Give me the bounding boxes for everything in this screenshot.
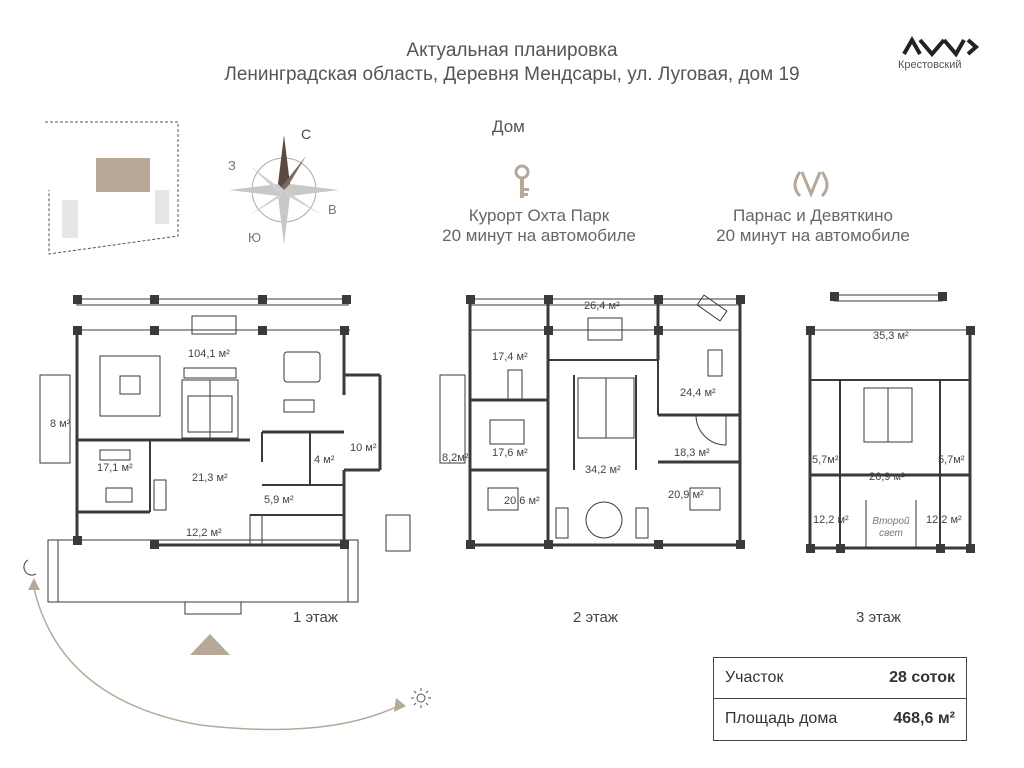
room-area: 12,2 м² [813,514,849,526]
room-area: 17,1 м² [97,462,133,474]
room-area: 104,1 м² [188,348,230,360]
room-area: 5,9 м² [264,494,294,506]
room-area: 20,6 м² [504,495,540,507]
info-resort-time: 20 минут на автомобиле [442,226,636,245]
floor-1-plan [39,298,411,615]
room-area: 20,9 м² [668,489,704,501]
room-area: 21,3 м² [192,472,228,484]
room-area: 18,3 м² [674,447,710,459]
room-area: 24,4 м² [680,387,716,399]
key-icon [514,164,530,198]
sun-icon [411,688,431,708]
metro-icon [793,171,829,198]
floor-1-columns [73,295,351,549]
room-area: 35,3 м² [873,330,909,342]
room-area: 34,2 м² [585,464,621,476]
summary-table: Участок 28 соток Площадь дома 468,6 м² [713,657,967,741]
info-resort: Курорт Охта Парк 20 минут на автомобиле [404,206,674,246]
floor-3-label: 3 этаж [856,609,901,626]
summary-row-plot: Участок 28 соток [714,658,966,699]
house-footprint [96,158,150,192]
site-plot [45,121,179,255]
compass-east: В [328,202,337,217]
compass-west: З [228,158,236,173]
page-title: Актуальная планировка [406,40,618,61]
summary-label: Площадь дома [725,710,838,727]
room-area: 5,7м² [812,454,839,466]
summary-label: Участок [725,669,784,686]
moon-icon [23,559,37,576]
compass-south: Ю [248,230,262,245]
room-area: 26,4 м² [584,300,620,312]
room-area: 26,9 м² [869,471,905,483]
floor-3-columns [806,292,975,553]
room-area: 12,2 м² [926,514,962,526]
logo-mark-icon [902,35,980,58]
room-area: 10 м² [350,442,377,454]
compass-north: С [301,126,312,142]
summary-value: 28 соток [889,669,955,686]
info-resort-name: Курорт Охта Парк [468,206,610,225]
double-height-note: Второй свет [872,516,910,539]
sun-path-arc [33,587,401,731]
room-area: 17,6 м² [492,447,528,459]
summary-row-area: Площадь дома 468,6 м² [714,699,966,739]
info-metro-name: Парнас и Девяткино [733,206,893,225]
room-area: 17,4 м² [492,351,528,363]
address: Ленинградская область, Деревня Мендсары,… [224,64,800,85]
summary-value: 468,6 м² [893,710,955,727]
floor-1-label: 1 этаж [293,609,338,626]
room-area: 8 м² [50,418,71,430]
floor-2-plan [439,294,742,547]
floor-2-label: 2 этаж [573,609,618,626]
room-area: 12,2 м² [186,527,222,539]
logo-text: Крестовский [898,59,962,71]
info-metro: Парнас и Девяткино 20 минут на автомобил… [678,206,948,246]
floor-2-columns [466,295,745,549]
room-area: 8,2м² [442,452,469,464]
room-area: 5,7м² [938,454,965,466]
entrance-marker [190,634,230,655]
info-metro-time: 20 минут на автомобиле [716,226,910,245]
section-title: Дом [492,117,525,136]
room-area: 4 м² [314,454,335,466]
compass-rose-icon [229,135,339,245]
